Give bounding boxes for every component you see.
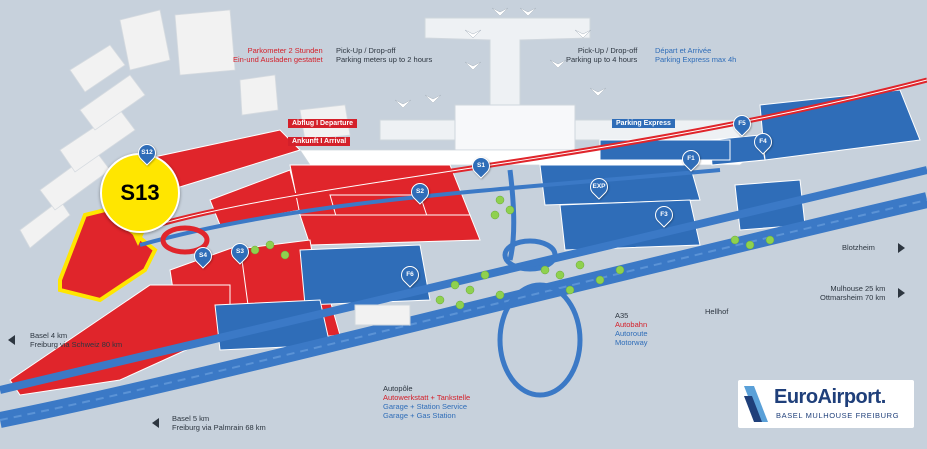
autopole-label: Autopôle Autowerkstatt + Tankstelle Gara… <box>383 384 471 420</box>
arrow-left-icon <box>8 335 15 345</box>
logo-cities: BASEL MULHOUSE FREIBURG <box>776 411 900 420</box>
departure-tag: Abflug I Departure <box>288 119 358 128</box>
pickup-note-en: Pick-Up / Drop-off Parking up to 4 hours <box>566 46 638 64</box>
dir-basel-top: Basel 4 km Freiburg via Schweiz 80 km <box>30 331 123 349</box>
s13-marker[interactable]: S13 <box>100 153 180 233</box>
dir-blotzheim: Blotzheim <box>842 243 875 252</box>
logo-name: EuroAirport. <box>774 386 886 408</box>
autopole-building <box>354 304 411 326</box>
euroairport-logo: EuroAirport. BASEL MULHOUSE FREIBURG <box>738 380 914 428</box>
parking-meter-note-de: Parkometer 2 Stunden Ein-und Ausladen ge… <box>233 46 323 64</box>
arrow-right-icon <box>898 243 905 253</box>
pickup-note-fr: Départ et Arrivée Parking Express max 4h <box>655 46 737 64</box>
motorway-label: A35 Autobahn Autoroute Motorway <box>615 311 648 347</box>
dir-mulhouse: Mulhouse 25 km Ottmarsheim 70 km <box>820 284 886 302</box>
dir-hellhof: Hellhof <box>705 307 729 316</box>
arrow-left-icon <box>152 418 159 428</box>
parking-meter-note-en: Pick-Up / Drop-off Parking meters up to … <box>336 46 433 64</box>
arrival-tag: Ankunft I Arrival <box>288 137 351 146</box>
dir-basel-bottom: Basel 5 km Freiburg via Palmrain 68 km <box>172 414 266 432</box>
aircraft <box>394 7 607 109</box>
buildings-left <box>19 9 351 249</box>
parking-express-tag: Parking Express <box>612 119 675 128</box>
trees <box>250 195 775 310</box>
arrow-right-icon <box>898 288 905 298</box>
logo-mark-icon <box>744 386 768 422</box>
